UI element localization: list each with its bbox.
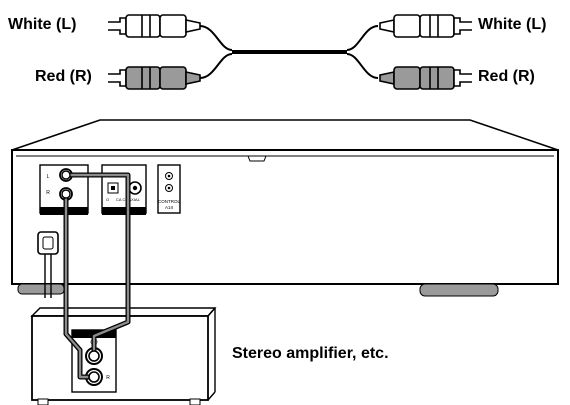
amplifier-body <box>31 315 209 401</box>
amp-in-label: IN <box>86 332 91 338</box>
optical-label: O <box>106 197 109 202</box>
label-red-left: Red (R) <box>35 68 92 85</box>
rca-plug-white-right <box>379 14 472 38</box>
analog-left-mark: L <box>47 174 50 180</box>
analog-right-mark: R <box>46 190 50 196</box>
audio-cable <box>199 25 379 79</box>
player-top <box>11 119 559 151</box>
cable-wire-left <box>199 25 233 79</box>
control-label: CONTROL <box>158 199 180 204</box>
control-panel: CONTROL A1II <box>157 164 181 214</box>
digital-label: DIGITAL CD <box>110 209 138 215</box>
player-foot-right <box>419 283 499 297</box>
amplifier-top <box>30 307 217 317</box>
player-body <box>11 149 559 285</box>
power-cord <box>37 231 59 298</box>
control-sub-label: A1II <box>165 205 173 210</box>
cd-player: ANALOG L R DIGITAL CD O CA COAXIAL <box>11 119 559 298</box>
amplifier-foot-left <box>37 398 49 405</box>
cable-wire-right <box>346 25 379 79</box>
label-white-right: White (L) <box>478 16 547 33</box>
rca-plug-red-left <box>108 66 201 90</box>
rca-plug-red-right <box>379 66 472 90</box>
amplifier-caption: Stereo amplifier, etc. <box>232 345 389 362</box>
player-foot-left <box>17 283 65 295</box>
rca-plug-white-left <box>108 14 201 38</box>
label-red-right: Red (R) <box>478 68 535 85</box>
label-white-left: White (L) <box>8 16 77 33</box>
connection-wires <box>61 170 131 383</box>
amp-jack-right-mark: R <box>106 375 110 381</box>
amplifier-foot-right <box>189 398 201 405</box>
